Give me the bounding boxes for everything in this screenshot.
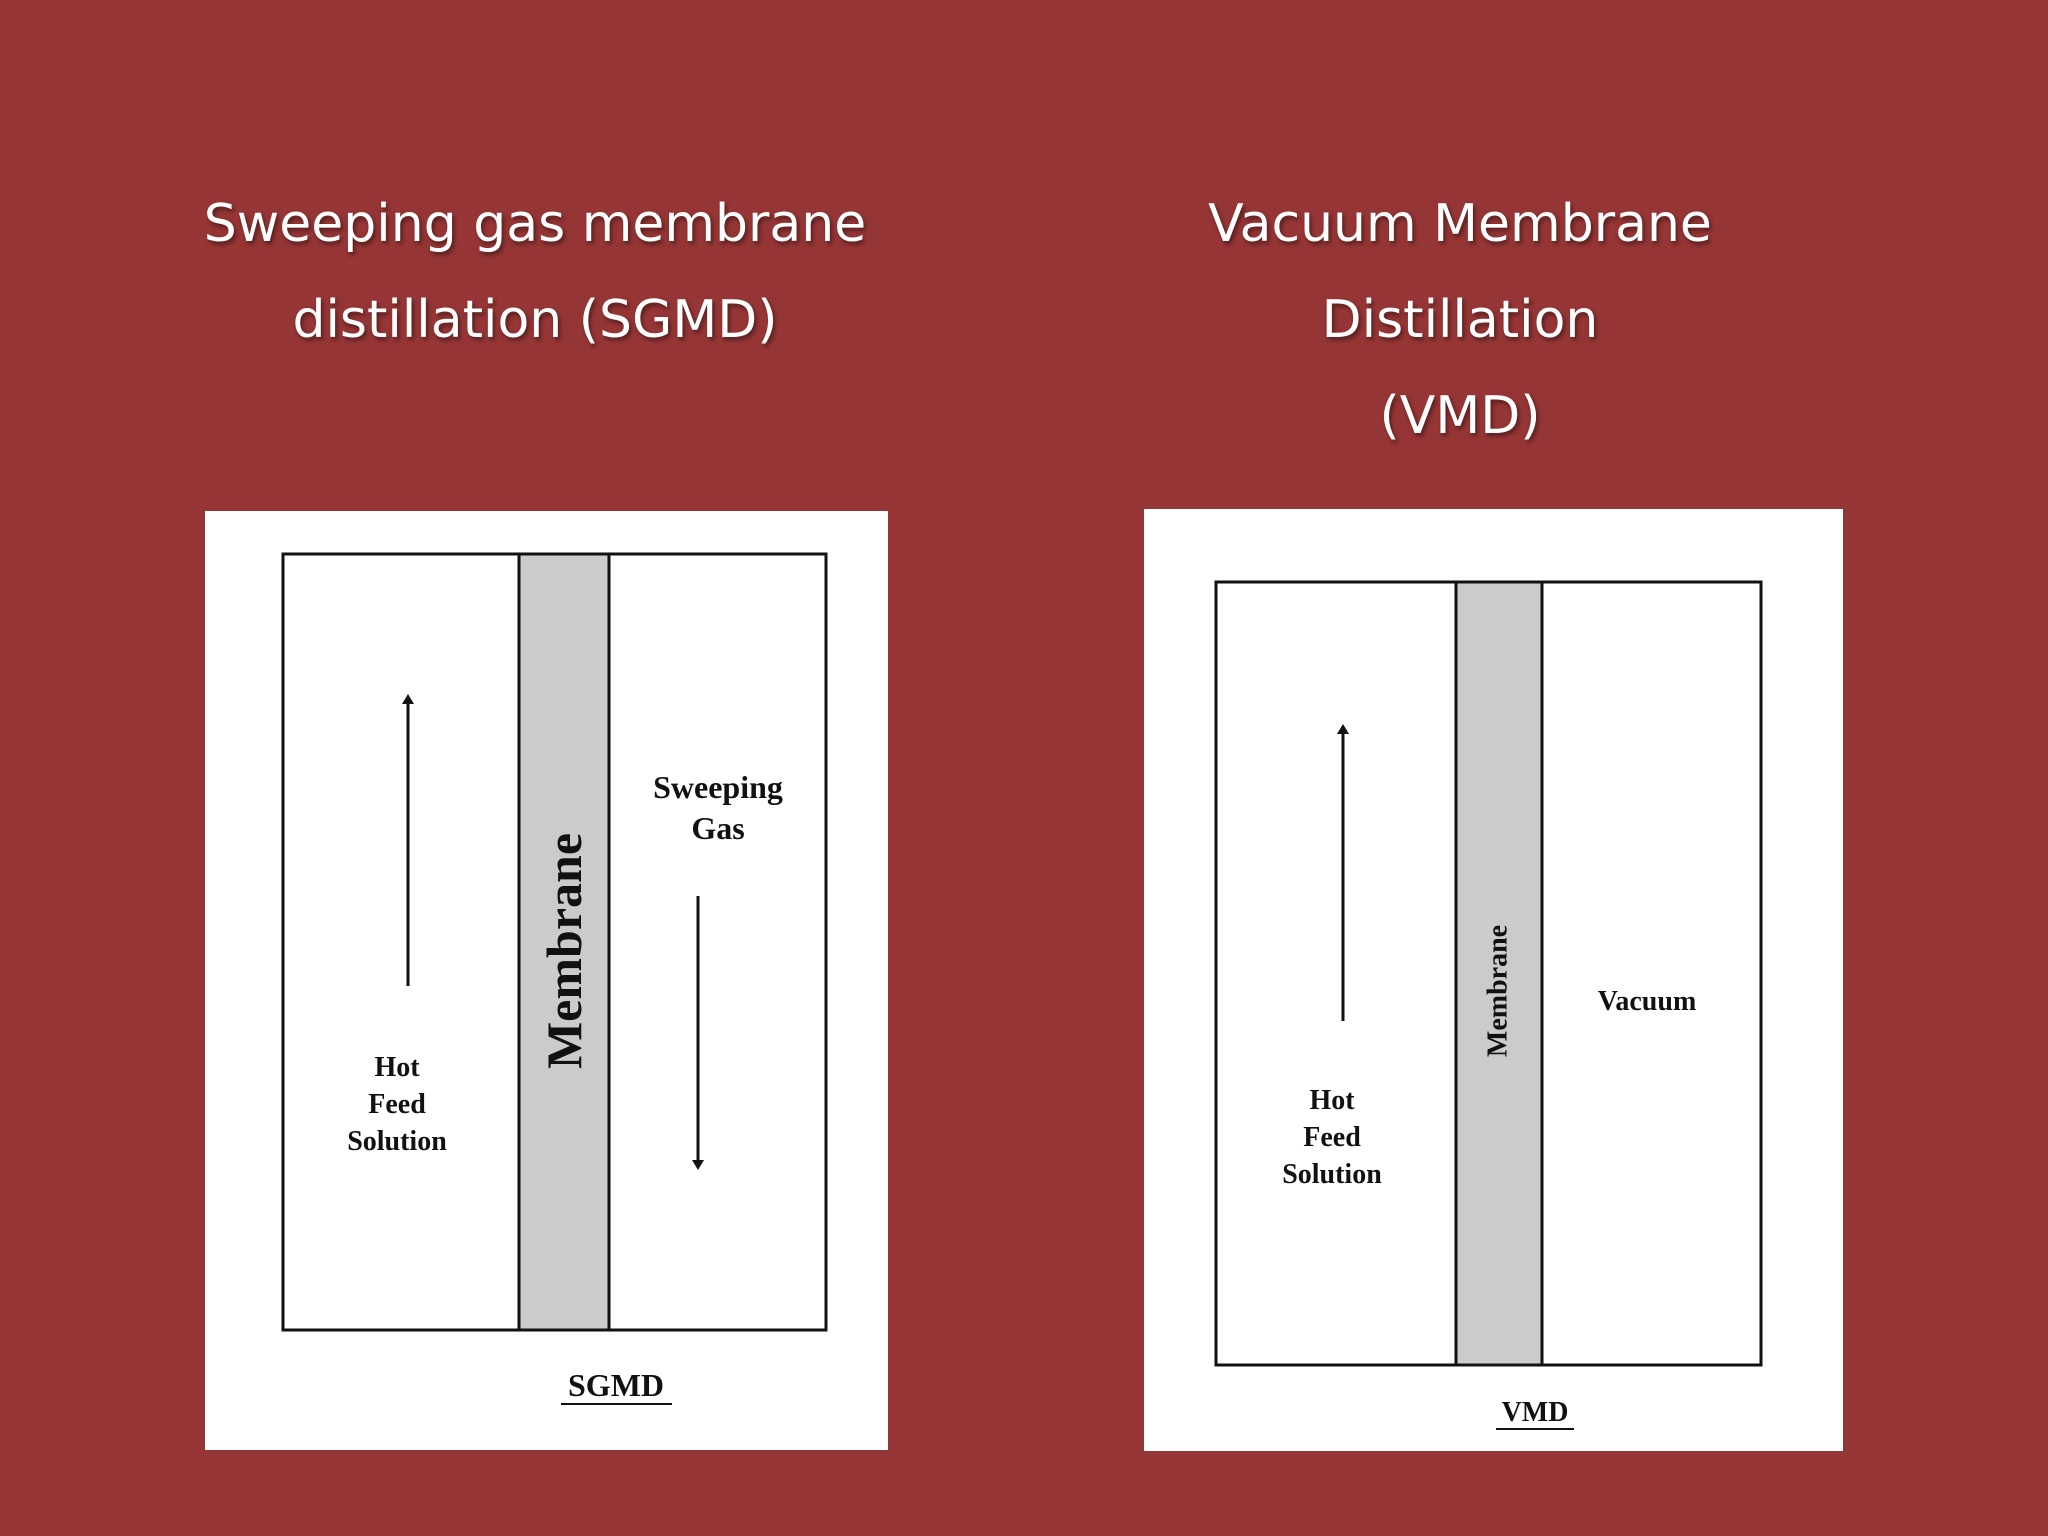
sgmd-title: Sweeping gas membrane distillation (SGMD… [160, 176, 910, 368]
vmd-diagram-svg: Membrane Hot Feed Solution Vacuum VMD [1214, 580, 1763, 1430]
vmd-title-line-1: Vacuum Membrane [1208, 194, 1712, 254]
vmd-diagram: Membrane Hot Feed Solution Vacuum VMD [1144, 509, 1843, 1451]
vmd-title-line-2: Distillation [1321, 290, 1599, 350]
sgmd-title-line-2: distillation (SGMD) [292, 290, 778, 350]
vmd-feed-label-line-2: Feed [1303, 1122, 1361, 1153]
sgmd-caption: SGMD [568, 1367, 664, 1403]
sgmd-feed-label-line-1: Hot [374, 1052, 420, 1083]
vmd-caption: VMD [1502, 1397, 1569, 1428]
vmd-title: Vacuum Membrane Distillation (VMD) [1080, 176, 1840, 464]
vmd-membrane-label: Membrane [1483, 925, 1514, 1057]
sgmd-outer-frame [281, 552, 828, 1332]
vmd-membrane-band [1456, 582, 1542, 1365]
vmd-feed-label-line-1: Hot [1309, 1085, 1355, 1116]
vmd-vacuum-label: Vacuum [1598, 986, 1697, 1017]
sgmd-feed-label-line-3: Solution [347, 1126, 447, 1157]
sgmd-feed-label-line-2: Feed [368, 1089, 426, 1120]
sgmd-diagram: Membrane Hot Feed Solution Sweeping Gas … [205, 511, 888, 1450]
vmd-feed-label-line-3: Solution [1282, 1159, 1382, 1190]
vmd-outer-frame [1214, 580, 1763, 1367]
sgmd-sweep-label-line-1: Sweeping [653, 769, 783, 805]
vmd-title-line-3: (VMD) [1379, 386, 1541, 446]
sgmd-sweep-label-line-2: Gas [691, 810, 744, 846]
sgmd-diagram-svg: Membrane Hot Feed Solution Sweeping Gas … [281, 552, 828, 1405]
sgmd-title-line-1: Sweeping gas membrane [203, 194, 867, 254]
sgmd-membrane-band [519, 554, 609, 1330]
sgmd-membrane-label: Membrane [536, 833, 592, 1069]
